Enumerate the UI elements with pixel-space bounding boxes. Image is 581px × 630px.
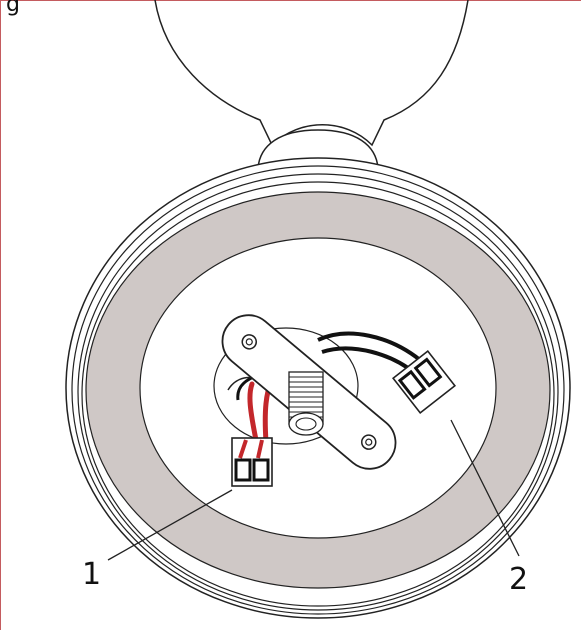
red-wire-a	[247, 381, 259, 443]
outer-ring-2	[71, 165, 565, 615]
callout-label-2: 2	[509, 562, 529, 597]
lamp-head-outline	[154, 0, 469, 147]
lamp-stem-outline	[257, 129, 379, 169]
callout-label-1: 1	[82, 557, 102, 592]
leader-line-1	[107, 489, 233, 561]
leader-line-2	[450, 419, 520, 557]
threaded-nipple	[288, 371, 324, 436]
connector-1	[231, 437, 273, 487]
clipped-figure-label: g	[6, 0, 21, 17]
outer-ring-3	[77, 173, 559, 611]
connector-2	[391, 349, 457, 415]
black-wire-right-1	[317, 331, 422, 362]
outer-ring-4	[81, 181, 555, 607]
